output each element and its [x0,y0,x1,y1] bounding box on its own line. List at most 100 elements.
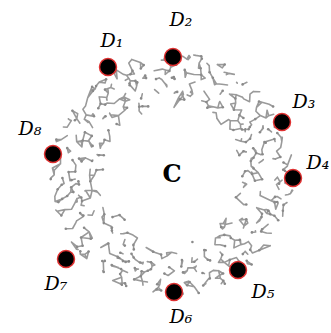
mesh-node [103,213,106,216]
mesh-node [273,215,276,218]
mesh-node [171,77,174,80]
mesh-node [241,128,244,131]
mesh-node [71,109,74,112]
mesh-node [238,114,241,117]
mesh-node [272,105,275,108]
mesh-node [244,170,247,173]
detector-dot [45,146,62,163]
mesh-node [274,196,277,199]
mesh-node [70,186,73,189]
mesh-node [91,160,94,163]
mesh-node [133,278,136,281]
mesh-node [242,150,245,153]
mesh-node [179,98,182,101]
mesh-node [201,57,204,60]
mesh-node [120,268,123,271]
detector-label: D₇ [45,274,68,293]
mesh-node [124,244,127,247]
mesh-node [163,272,166,275]
mesh-node [89,180,92,183]
mesh-node [263,141,266,144]
mesh-node [247,128,250,131]
mesh-node [125,285,128,288]
mesh-node [181,259,184,262]
mesh-node [118,214,121,217]
mesh-node [222,280,225,283]
mesh-node [244,128,247,131]
mesh-node [242,253,245,256]
mesh-node [132,256,135,259]
mesh-node [245,260,248,263]
mesh-node [229,259,232,262]
mesh-node [245,141,248,144]
mesh-node [251,173,254,176]
mesh-node [99,103,102,106]
mesh-node [234,97,237,100]
mesh-node [282,161,285,164]
mesh-node [258,249,261,252]
mesh-node [251,231,254,234]
mesh-node [74,170,77,173]
mesh-node [206,107,209,110]
mesh-node [273,138,276,141]
mesh-node [82,214,85,217]
detector-dot [58,251,75,268]
mesh-node [147,269,150,272]
detector-label: D₁ [101,31,124,50]
mesh-node [107,129,110,132]
mesh-node [261,212,264,215]
mesh-node [80,196,83,199]
mesh-node [260,216,263,219]
mesh-node [220,226,223,229]
mesh-node [156,283,159,286]
mesh-node [81,200,84,203]
mesh-node [105,78,108,81]
detector-dot [166,284,183,301]
mesh-node [249,137,252,140]
mesh-node [134,267,137,270]
mesh-node [103,139,106,142]
mesh-node [230,237,233,240]
mesh-node [168,70,171,73]
mesh-node [222,106,225,109]
mesh-node [142,64,145,67]
mesh-node [91,145,94,148]
mesh-node [245,218,248,221]
mesh-node [66,195,69,198]
mesh-node [259,131,262,134]
mesh-node [182,271,185,274]
mesh-node [193,261,196,264]
mesh-lines [51,52,294,295]
mesh-node [77,180,80,183]
mesh-node [269,213,272,216]
mesh-node [254,118,257,121]
mesh-node [66,147,69,150]
mesh-node [278,182,281,185]
mesh-node [150,261,153,264]
mesh-node [81,245,84,248]
mesh-node [104,115,107,118]
detector-label: D₃ [293,92,316,111]
mesh-node [84,131,87,134]
mesh-node [116,255,119,258]
mesh-node [93,115,96,118]
mesh-node [65,227,68,230]
mesh-node [197,292,200,295]
mesh-node [279,156,282,159]
mesh-node [276,201,279,204]
mesh-node [144,74,147,77]
mesh-node [223,234,226,237]
mesh-node [110,227,113,230]
mesh-node [155,288,158,291]
mesh-node [124,282,127,285]
mesh-node [261,178,264,181]
mesh-node [61,198,64,201]
mesh-node [121,284,124,287]
mesh-node [138,106,141,109]
mesh-node [55,138,58,141]
mesh-node [255,152,258,155]
mesh-node [92,90,95,93]
mesh-node [183,98,186,101]
mesh-node [67,171,70,174]
mesh-node [233,108,236,111]
